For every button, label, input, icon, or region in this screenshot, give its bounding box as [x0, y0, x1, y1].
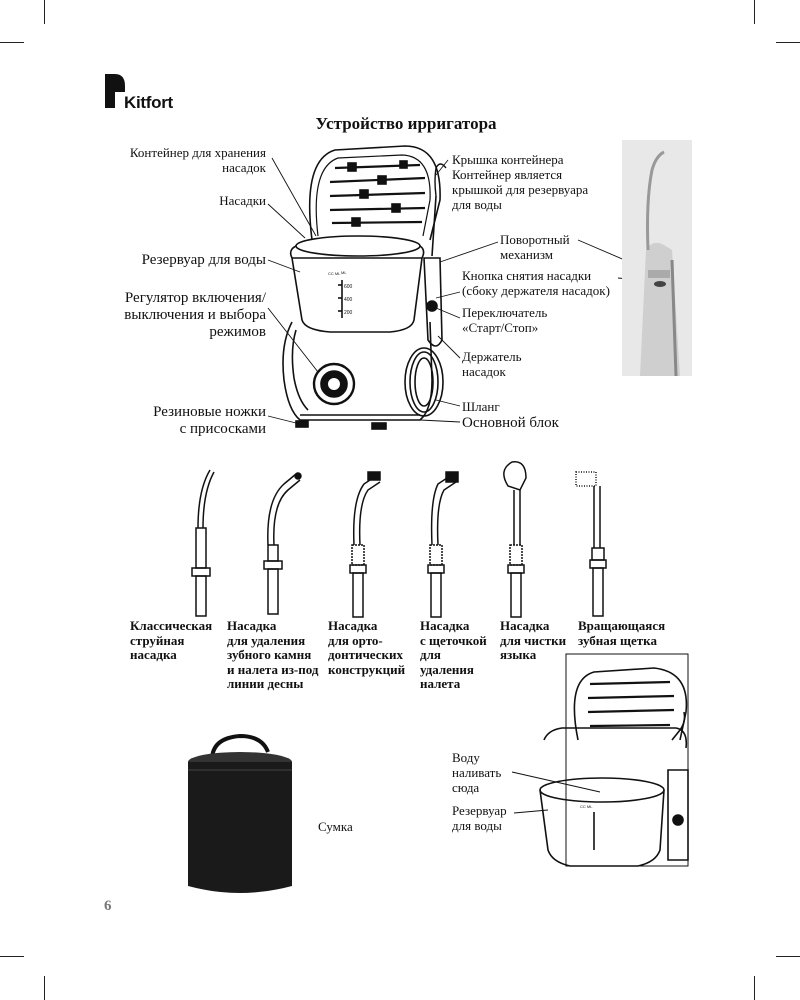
label-switch: Переключатель«Старт/Стоп» — [462, 305, 547, 335]
tank-scale-unit: ML — [341, 270, 347, 275]
label-bag: Сумка — [318, 819, 353, 834]
label-water-tank: Резервуар для воды — [142, 252, 266, 269]
label-release-button: Кнопка снятия насадки(сбоку держателя на… — [462, 268, 610, 298]
svg-text:CC ML: CC ML — [580, 804, 593, 809]
label-hose: Шланг — [462, 399, 500, 414]
label-main-unit: Основной блок — [462, 415, 559, 432]
page-number: 6 — [104, 898, 112, 915]
svg-text:CC ML: CC ML — [328, 271, 341, 276]
label-nozzles: Насадки — [219, 193, 266, 208]
